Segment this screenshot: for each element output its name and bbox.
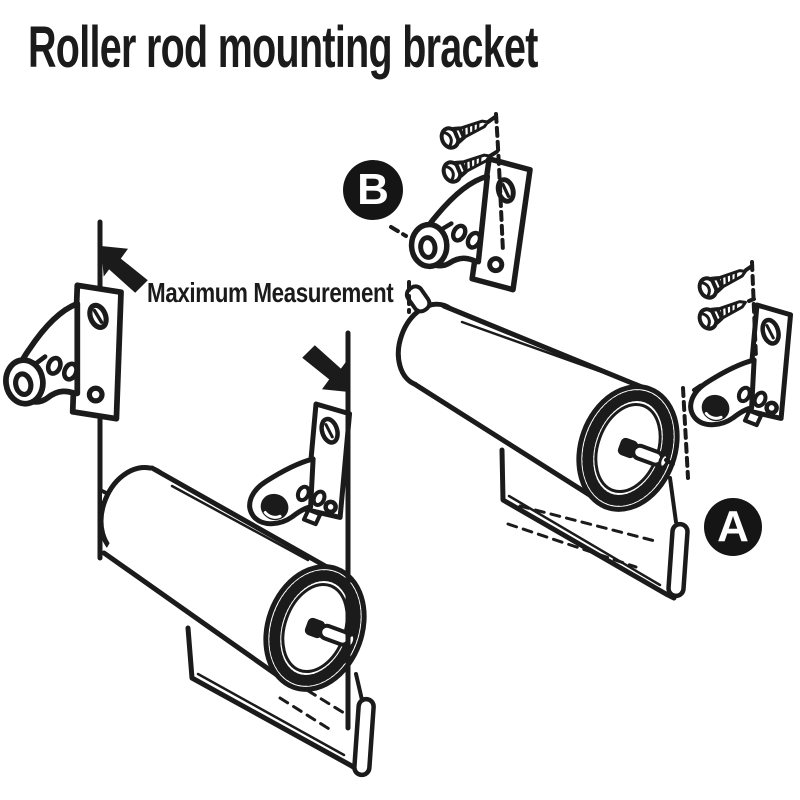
measurement-arrow-up-icon (101, 246, 148, 293)
page-title: Roller rod mounting bracket (28, 15, 538, 80)
measurement-arrow-down-icon (302, 345, 349, 392)
callout-b-badge: B (343, 160, 403, 220)
bracket-pin-left-assembly (249, 401, 350, 528)
exploded-assembly (389, 112, 791, 601)
bracket-b (405, 151, 530, 290)
roller-left (98, 464, 367, 692)
callout-a-badge: A (704, 498, 762, 556)
alignment-dashes-a (664, 260, 758, 480)
alignment-dashes-b (389, 112, 505, 314)
screw-icon (439, 113, 492, 151)
shade-right (499, 447, 690, 601)
roller-right (395, 284, 680, 512)
measurement-label: Maximum Measurement (147, 277, 394, 308)
screw-icon (694, 291, 752, 334)
bracket-hook-left (3, 285, 121, 418)
screw-icon (694, 260, 752, 303)
shade-left (185, 615, 376, 778)
roller-front-pin-right (617, 437, 670, 469)
installed-assembly (3, 219, 376, 778)
